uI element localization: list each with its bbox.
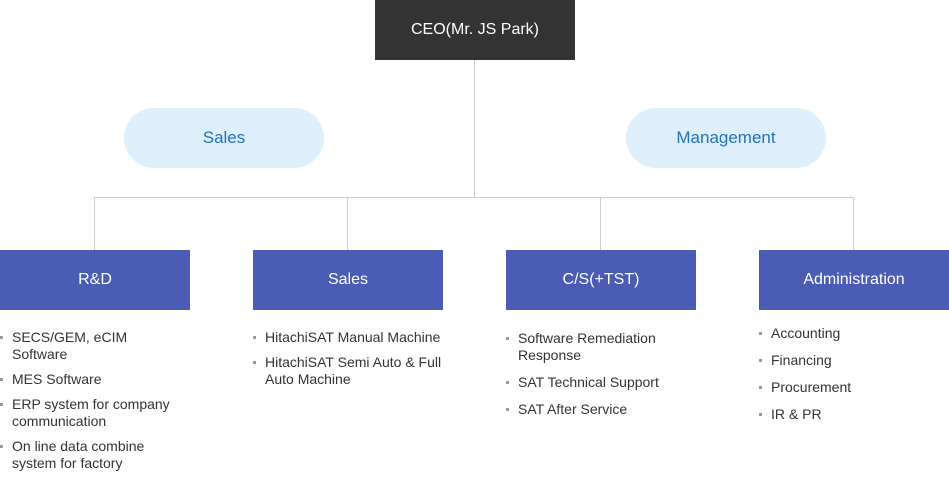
connector-horizontal [94, 197, 854, 198]
list-item: On line data combine system for factory [0, 438, 185, 472]
connector-ceo-trunk [474, 60, 475, 198]
staff-management-label: Management [676, 128, 776, 147]
connector-drop-rnd [94, 197, 95, 250]
dept-cs-list: Software Remediation Response SAT Techni… [506, 330, 676, 426]
list-item: SAT Technical Support [506, 374, 676, 391]
list-item: HitachiSAT Manual Machine [253, 329, 453, 346]
list-item: Procurement [759, 379, 944, 396]
ceo-box: CEO(Mr. JS Park) [375, 0, 575, 60]
dept-rnd-label: R&D [78, 271, 112, 288]
ceo-label: CEO(Mr. JS Park) [410, 21, 539, 38]
list-item: MES Software [0, 371, 185, 388]
dept-admin-label: Administration [803, 271, 905, 288]
dept-sales-label: Sales [327, 271, 369, 288]
list-item: IR & PR [759, 406, 944, 423]
dept-rnd-box: R&D [0, 250, 190, 310]
list-item: Software Remediation Response [506, 330, 676, 364]
list-item: SECS/GEM, eCIM Software [0, 329, 185, 363]
staff-management-pill: Management [626, 108, 826, 168]
connector-drop-admin [853, 197, 854, 250]
dept-sales-list: HitachiSAT Manual Machine HitachiSAT Sem… [253, 329, 453, 396]
list-item: SAT After Service [506, 401, 676, 418]
dept-rnd-list: SECS/GEM, eCIM Software MES Software ERP… [0, 329, 185, 480]
list-item: HitachiSAT Semi Auto & Full Auto Machine [253, 354, 453, 388]
dept-cs-box: C/S(+TST) [506, 250, 696, 310]
list-item: Financing [759, 352, 944, 369]
staff-sales-label: Sales [202, 128, 246, 147]
dept-sales-box: Sales [253, 250, 443, 310]
dept-admin-list: Accounting Financing Procurement IR & PR [759, 325, 944, 431]
staff-sales-pill: Sales [124, 108, 324, 168]
dept-cs-label: C/S(+TST) [562, 271, 640, 288]
list-item: ERP system for company communication [0, 396, 185, 430]
connector-drop-sales [347, 197, 348, 250]
list-item: Accounting [759, 325, 944, 342]
dept-admin-box: Administration [759, 250, 949, 310]
connector-drop-cs [600, 197, 601, 250]
